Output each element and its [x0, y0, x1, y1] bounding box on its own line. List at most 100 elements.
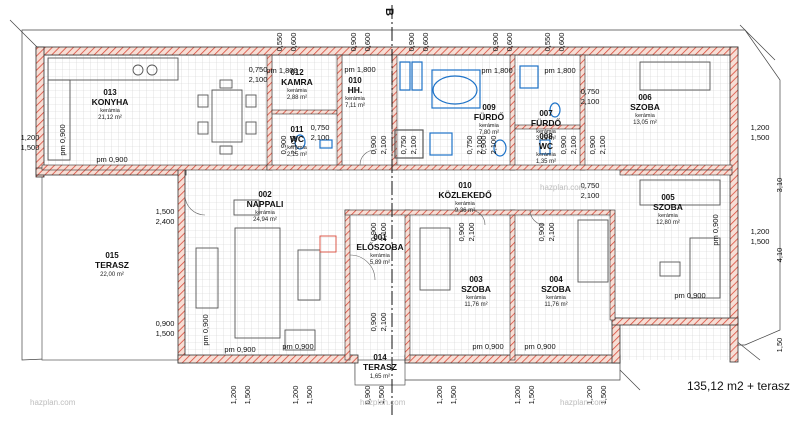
door-dimension: 0,900	[479, 136, 488, 155]
bottom-dimension: 1,500	[377, 386, 386, 405]
door-swings	[184, 149, 546, 281]
room-area: 3,15 m²	[536, 136, 556, 142]
room-area: 2,88 m²	[287, 95, 307, 101]
room-number: 011	[291, 125, 304, 134]
door-dimension: 0,900	[457, 223, 466, 242]
opening-width: 1,500	[156, 207, 175, 216]
opening-width: 1,200	[21, 133, 40, 142]
opening-width: 0,750	[581, 181, 600, 190]
opening-height: 2,400	[156, 217, 175, 226]
watermark: hazplan.com	[540, 183, 586, 192]
watermark: hazplan.com	[360, 398, 406, 407]
room-number: 005	[661, 193, 675, 202]
room-number: 001	[373, 233, 387, 242]
room-floor: kerámia	[536, 152, 557, 158]
door-dimension: 0,900	[369, 136, 378, 155]
parapet-height: pm 0,900	[224, 345, 255, 354]
room-name: FÜRDŐ	[531, 117, 562, 128]
bottom-dimension: 1,200	[585, 386, 594, 405]
room-area: 7,80 m²	[479, 130, 499, 136]
room-floor: kerámia	[370, 253, 391, 259]
bottom-dimension: 1,200	[513, 386, 522, 405]
room-name: SZOBA	[461, 284, 491, 294]
room-floor: kerámia	[546, 295, 567, 301]
room-name: ELŐSZOBA	[356, 241, 403, 252]
room-name: KONYHA	[92, 97, 129, 107]
bottom-dimension: 1,500	[599, 386, 608, 405]
room-number: 004	[549, 275, 563, 284]
opening-height: 2,100	[311, 133, 330, 142]
watermark: hazplan.com	[30, 398, 76, 407]
top-dimension: 0,600	[421, 33, 430, 52]
door-dimension: 2,100	[379, 223, 388, 242]
opening-height: 1,500	[751, 133, 770, 142]
room-area: 9,36 m²	[455, 208, 475, 214]
top-dimension: 0,550	[275, 33, 284, 52]
door-dimension: 0,900	[537, 223, 546, 242]
room-name: SZOBA	[630, 102, 660, 112]
overall-dimension: 4,10	[775, 248, 784, 263]
parapet-height: pm 0,900	[58, 124, 67, 155]
parapet-height: pm 1,800	[544, 66, 575, 75]
room-name: FÜRDŐ	[474, 111, 505, 122]
room-number: 010	[348, 76, 362, 85]
room-name: WC	[539, 141, 553, 151]
door-dimension: 2,100	[379, 313, 388, 332]
room-floor: kerámia	[287, 145, 308, 151]
room-number: 009	[482, 103, 496, 112]
opening-width: 1,200	[751, 123, 770, 132]
room-name: HH.	[348, 85, 363, 95]
door-dimension: 0,750	[399, 136, 408, 155]
opening-width: 0,750	[311, 123, 330, 132]
room-area: 7,11 m²	[345, 103, 365, 109]
room-area: 11,76 m²	[464, 302, 487, 308]
room-floor: kerámia	[635, 113, 656, 119]
bottom-dimension: 0,900	[363, 386, 372, 405]
room-area: 12,80 m²	[656, 220, 680, 226]
parapet-height: pm 0,900	[524, 342, 555, 351]
furniture	[47, 57, 721, 351]
top-dimension: 0,900	[491, 33, 500, 52]
room-area: 24,94 m²	[253, 217, 277, 223]
bathroom-fixtures	[294, 61, 561, 159]
top-dimension: 0,600	[505, 33, 514, 52]
room-number: 013	[103, 88, 117, 97]
door-dimension: 2,100	[409, 136, 418, 155]
door-dimension: 0,900	[369, 223, 378, 242]
parapet-height: pm 0,900	[282, 342, 313, 351]
bottom-dimension: 1,200	[291, 386, 300, 405]
room-floor: kerámia	[100, 108, 121, 114]
bottom-dimension: 1,500	[305, 386, 314, 405]
room-area: 5,89 m²	[370, 260, 390, 266]
room-number: 002	[258, 190, 272, 199]
room-area: 1,35 m²	[536, 159, 556, 165]
top-dimension: 0,900	[349, 33, 358, 52]
parapet-height: pm 0,900	[472, 342, 503, 351]
door-dimension: 0,900	[279, 136, 288, 155]
parapet-height: pm 0,900	[674, 291, 705, 300]
bottom-dimension: 1,500	[527, 386, 536, 405]
room-name: SZOBA	[541, 284, 571, 294]
door-dimension: 0,750	[465, 136, 474, 155]
room-area: 13,05 m²	[633, 120, 657, 126]
room-number: 012	[290, 68, 304, 77]
room-floor: kerámia	[455, 201, 476, 207]
door-dimension: 2,100	[569, 136, 578, 155]
room-name: KÖZLEKEDŐ	[438, 189, 492, 200]
section-marker: B	[383, 8, 395, 16]
room-name: TERASZ	[95, 260, 129, 270]
total-area: 135,12 m2 + terasz	[687, 379, 790, 393]
room-number: 010	[458, 181, 472, 190]
opening-width: 1,200	[751, 227, 770, 236]
room-number: 007	[539, 109, 553, 118]
room-name: KAMRA	[281, 77, 313, 87]
overall-dimension: 1,50	[775, 338, 784, 353]
opening-height: 2,100	[581, 97, 600, 106]
parapet-height: pm 0,900	[201, 314, 210, 345]
parapet-height: pm 1,800	[266, 66, 297, 75]
room-area: 1,65 m²	[370, 374, 390, 380]
opening-width: 0,750	[249, 65, 268, 74]
opening-height: 1,500	[21, 143, 40, 152]
opening-height: 2,100	[249, 75, 268, 84]
